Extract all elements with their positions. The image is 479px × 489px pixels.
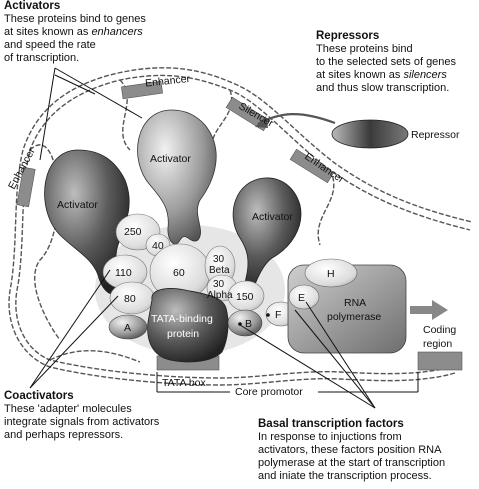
basal-factors-line-4: and iniate the transcription process. bbox=[258, 470, 432, 482]
dot-f bbox=[266, 313, 270, 317]
label-tbp-1: TATA-binding bbox=[151, 313, 213, 325]
label-coding-1: Coding bbox=[423, 324, 456, 336]
label-activator-center: Activator bbox=[150, 153, 191, 165]
label-core-promotor: Core promotor bbox=[235, 386, 303, 398]
activator-right bbox=[232, 177, 302, 289]
label-b: B bbox=[245, 318, 252, 330]
label-30-beta-num: 30 bbox=[213, 254, 225, 265]
repressor-protein bbox=[331, 119, 409, 149]
dot-b bbox=[238, 322, 242, 326]
repressors-line-2: to the selected sets of genes bbox=[316, 56, 457, 68]
label-enhancer-top: Enhancer bbox=[145, 73, 191, 90]
label-30-beta-text: Beta bbox=[209, 265, 230, 276]
basal-factors-line-1: In response to injuctions from bbox=[258, 431, 402, 443]
repressors-line-4: and thus slow transcription. bbox=[316, 82, 450, 94]
factor-e-front bbox=[288, 284, 320, 310]
label-30-alpha-num: 30 bbox=[213, 279, 225, 290]
label-30-alpha-text: Alpha bbox=[207, 290, 233, 301]
coactivator-complex bbox=[102, 213, 265, 315]
label-a: A bbox=[124, 322, 131, 334]
label-250: 250 bbox=[124, 226, 142, 238]
activator-center bbox=[137, 109, 217, 245]
factor-a bbox=[108, 314, 148, 340]
repressors-title: Repressors bbox=[316, 30, 380, 42]
activators-line-3: and speed the rate bbox=[4, 39, 96, 51]
enhancer-left-block bbox=[16, 166, 36, 208]
label-e: E bbox=[298, 292, 305, 304]
label-150: 150 bbox=[236, 291, 254, 303]
repressors-line-3-emph: silencers bbox=[403, 69, 447, 81]
enhancer-top-block bbox=[121, 80, 163, 100]
label-f: F bbox=[275, 309, 281, 321]
pointer-lines bbox=[29, 67, 419, 409]
repressors-line-3-prefix: at sites known as bbox=[316, 69, 404, 81]
activators-line-4: of transcription. bbox=[4, 52, 80, 64]
enhancer-right-block bbox=[289, 148, 335, 184]
label-rnapol-2: polymerase bbox=[327, 311, 381, 323]
coactivators-line-2: integrate signals from activators bbox=[4, 416, 160, 428]
activators-line-2-emph: enhancers bbox=[91, 26, 143, 38]
repressors-line-1: These proteins bind bbox=[316, 43, 413, 55]
label-coding-2: region bbox=[423, 338, 452, 350]
coactivators-line-3: and perhaps repressors. bbox=[4, 429, 124, 441]
label-h: H bbox=[327, 268, 335, 280]
label-activator-left: Activator bbox=[57, 199, 98, 211]
label-repressor: Repressor bbox=[411, 129, 460, 141]
activators-title: Activators bbox=[4, 0, 61, 12]
basal-factors-text-block: Basal transcription factors In response … bbox=[258, 418, 445, 483]
label-activator-right: Activator bbox=[252, 211, 293, 223]
label-80: 80 bbox=[124, 293, 136, 305]
label-40: 40 bbox=[152, 240, 164, 252]
coactivators-title: Coactivators bbox=[4, 390, 74, 402]
factor-h bbox=[304, 258, 358, 288]
coding-arrow-shaft bbox=[410, 306, 434, 314]
basal-factors-title: Basal transcription factors bbox=[258, 418, 404, 430]
basal-factors-line-2: activators, these factors position RNA bbox=[258, 444, 442, 456]
label-tbp-2: protein bbox=[167, 328, 199, 340]
activators-line-2: at sites known as enhancers bbox=[4, 26, 146, 39]
coactivators-text-block: Coactivators These 'adapter' molecules i… bbox=[4, 390, 159, 442]
coding-region-block bbox=[417, 351, 463, 371]
factor-b bbox=[227, 309, 263, 337]
activators-line-2-prefix: at sites known as bbox=[4, 26, 92, 38]
tata-binding-protein bbox=[147, 288, 229, 363]
basal-factors-line-3: polymerase at the start of transcription bbox=[258, 457, 446, 469]
repressor-arrowhead bbox=[255, 116, 268, 128]
repressors-line-3: at sites known as silencers bbox=[316, 69, 456, 82]
label-110: 110 bbox=[115, 267, 132, 279]
activators-text-block: Activators These proteins bind to genes … bbox=[4, 0, 146, 65]
repressors-text-block: Repressors These proteins bind to the se… bbox=[316, 30, 456, 95]
coactivators-line-1: These 'adapter' molecules bbox=[4, 403, 132, 415]
label-tata-box: TATA box bbox=[162, 377, 207, 389]
label-rnapol-1: RNA bbox=[344, 297, 366, 309]
coding-arrow-head bbox=[432, 300, 448, 320]
label-60: 60 bbox=[173, 267, 185, 279]
activators-line-1: These proteins bind to genes bbox=[4, 13, 146, 25]
